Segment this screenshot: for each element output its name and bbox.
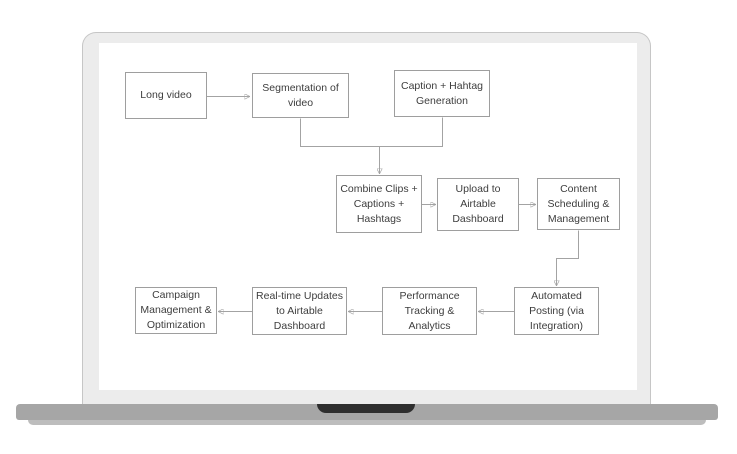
flow-node-combine-clips: Combine Clips + Captions + Hashtags xyxy=(336,175,422,233)
flow-node-upload-airtable: Upload to Airtable Dashboard xyxy=(437,178,519,231)
edge-content-automated xyxy=(557,230,579,286)
flow-node-campaign-management: Campaign Management & Optimization xyxy=(135,287,217,334)
flow-node-realtime-updates: Real-time Updates to Airtable Dashboard xyxy=(252,287,347,335)
flow-node-long-video: Long video xyxy=(125,72,207,119)
flow-node-content-scheduling: Content Scheduling & Management xyxy=(537,178,620,230)
laptop-screen-bezel: Long video Segmentation of video Caption… xyxy=(82,32,651,404)
flow-node-automated-posting: Automated Posting (via Integration) xyxy=(514,287,599,335)
laptop-screen: Long video Segmentation of video Caption… xyxy=(99,43,637,390)
edge-merge-bus xyxy=(300,117,443,147)
flow-node-segmentation: Segmentation of video xyxy=(252,73,349,118)
flow-node-performance-tracking: Performance Tracking & Analytics xyxy=(382,287,477,335)
laptop-notch xyxy=(317,404,415,413)
flow-node-caption-hashtag: Caption + Hahtag Generation xyxy=(394,70,490,117)
laptop-base-lip xyxy=(28,420,706,425)
